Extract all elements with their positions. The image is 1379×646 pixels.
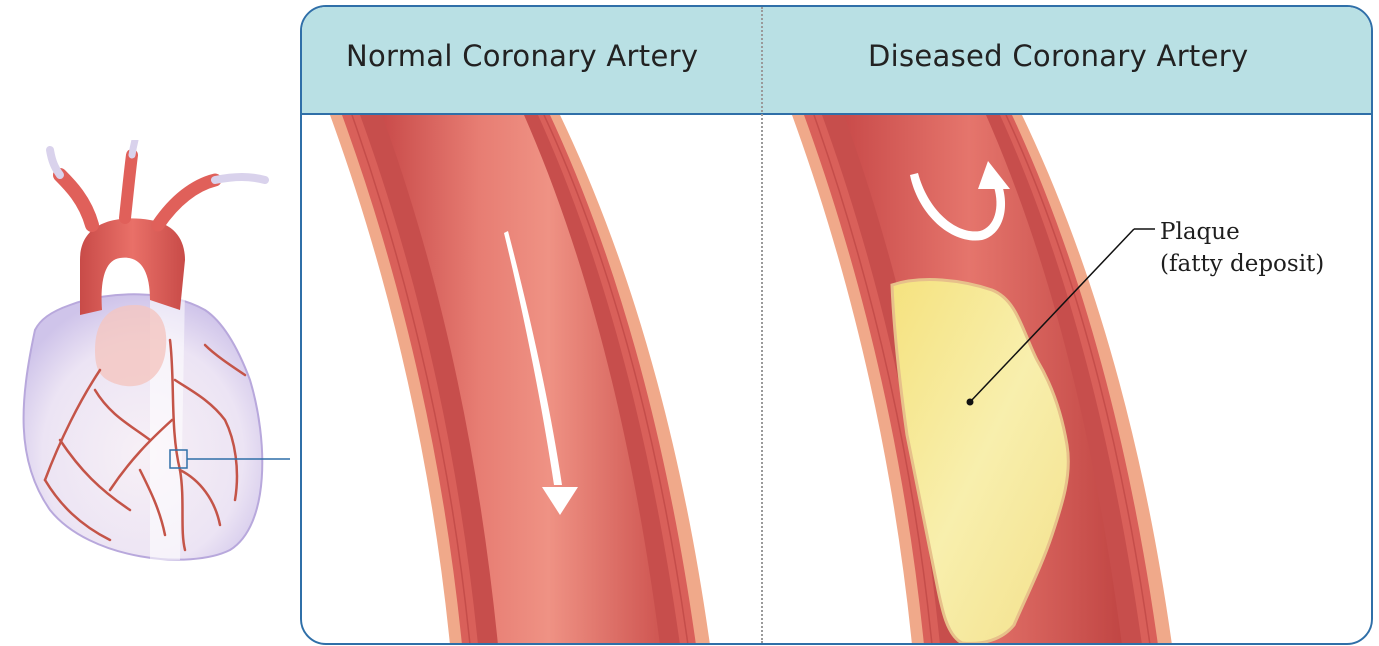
plaque-label-subtitle: (fatty deposit) xyxy=(1160,248,1324,280)
plaque-label-title: Plaque xyxy=(1160,216,1324,248)
plaque-label: Plaque (fatty deposit) xyxy=(1160,216,1324,280)
